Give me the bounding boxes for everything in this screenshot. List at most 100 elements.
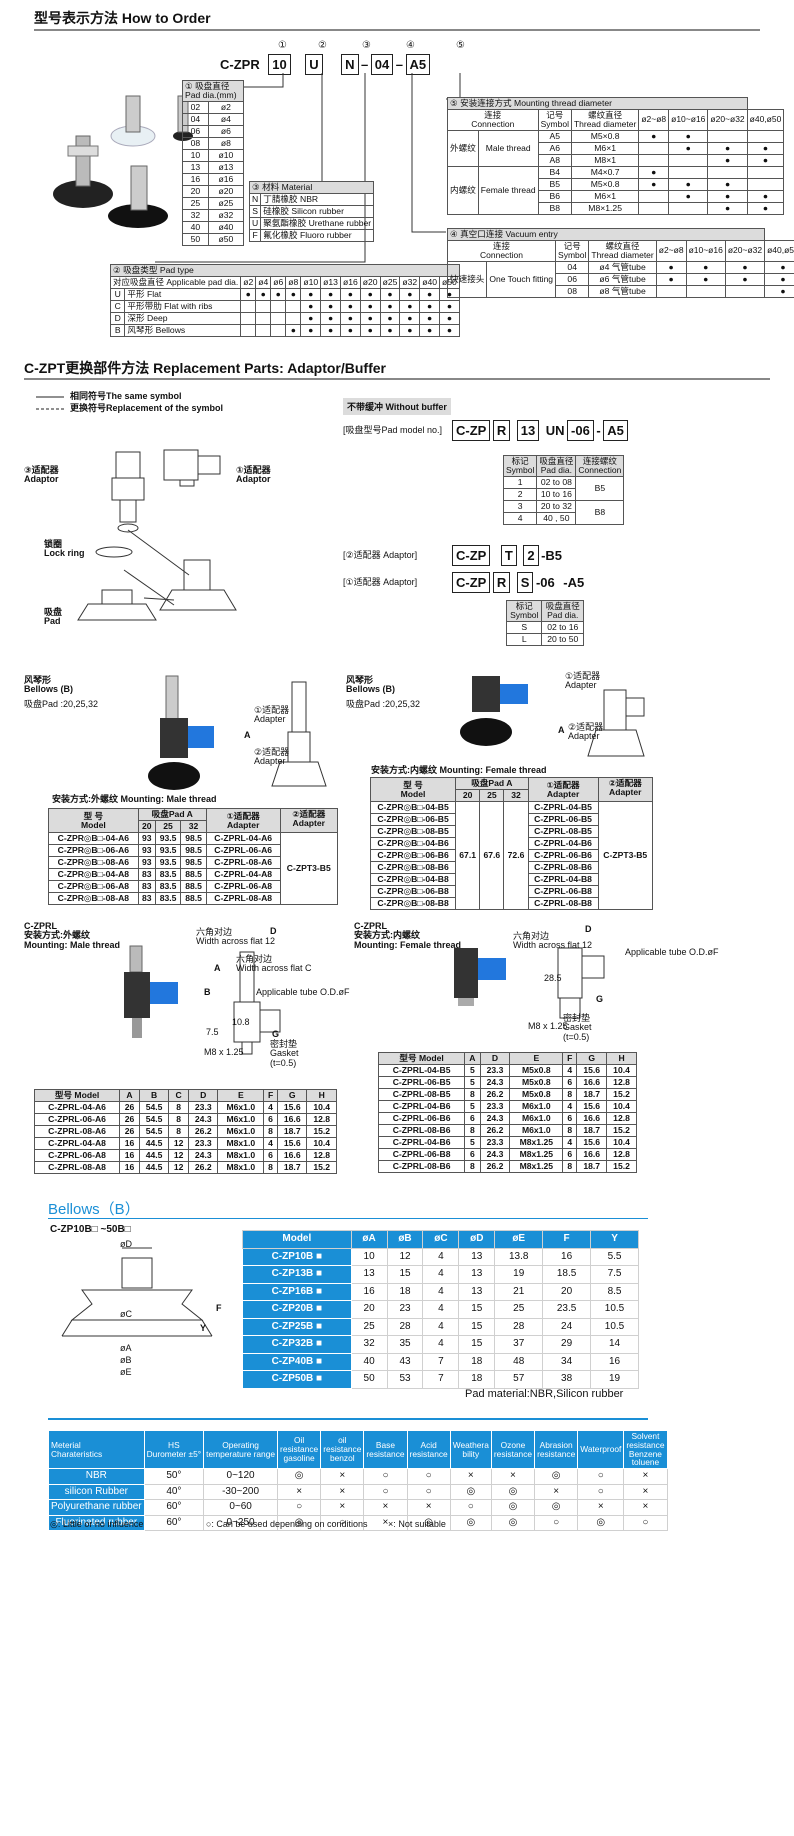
table-cell: C-ZPR◎B□-06-A8 <box>48 880 139 894</box>
table-cell: 50 <box>182 233 209 247</box>
table-cell: ø16 <box>207 173 245 187</box>
table-cell: 16 <box>590 1352 639 1371</box>
exploded-diagram <box>77 449 237 621</box>
table-cell: 7 <box>422 1352 460 1371</box>
table-cell: C-ZPR◎B□-08-B8 <box>369 897 457 911</box>
table-cell: 25 <box>350 1317 388 1336</box>
table-cell: C-ZP25B ■ <box>242 1317 352 1336</box>
table-cell: C-ZPRL-04-B5 <box>527 801 599 815</box>
table-cell: 4 <box>263 1101 279 1115</box>
table-cell: 8 <box>562 1124 578 1138</box>
table-cell: 16.6 <box>277 1149 308 1163</box>
table-cell: 40 <box>350 1352 388 1371</box>
bullet-cell: ● <box>439 324 460 338</box>
column-header: G <box>576 1051 608 1066</box>
column-header: øB <box>386 1230 424 1249</box>
table-cell: ø2 <box>207 101 245 115</box>
table-cell: ◎ <box>449 1514 492 1532</box>
table-cell: ○ <box>277 1499 322 1516</box>
table-cell: 7.5 <box>590 1265 639 1284</box>
table-cell: U <box>109 288 126 302</box>
table-cell: C-ZPRL-06-B6 <box>527 849 599 863</box>
num-3: ③ <box>362 40 371 51</box>
table-cell: 15.2 <box>606 1088 637 1102</box>
legend: ◎: Little or no influence ○: Can be used… <box>50 1519 446 1529</box>
column-header: øC <box>422 1230 460 1249</box>
dim-G: G <box>272 1029 280 1039</box>
column-header: D <box>188 1088 219 1103</box>
table-cell: 6 <box>464 1112 481 1126</box>
table-cell: M6×1 <box>570 141 640 155</box>
column-header: C <box>168 1088 190 1103</box>
column-header: B <box>138 1088 170 1103</box>
table-cell: M6x1.0 <box>509 1112 564 1126</box>
table-cell: 12 <box>168 1137 190 1151</box>
table-cell: 04 <box>182 113 209 127</box>
zprl-male-thread: M8 x 1.25 <box>204 1047 244 1057</box>
column-header: ø16 <box>339 276 361 290</box>
table-cell: 0~120 <box>203 1468 279 1485</box>
table-cell: ○ <box>406 1483 451 1501</box>
bullet-cell: ● <box>300 288 322 302</box>
table-cell: ● <box>668 189 709 203</box>
dim-A: A <box>214 963 221 973</box>
adapter2-cell: C-ZPT3-B5 <box>597 801 653 911</box>
table-cell: 20 <box>182 185 209 199</box>
table-cell: 18 <box>386 1282 424 1301</box>
dim-Y: Y <box>200 1323 207 1333</box>
table-cell: 57 <box>494 1370 544 1389</box>
table-cell: ● <box>764 272 794 286</box>
table-cell: 26.2 <box>479 1124 511 1138</box>
table-cell: 16 <box>542 1247 592 1266</box>
pad-model-label: [吸盘型号Pad model no.] <box>343 425 443 435</box>
table-cell: C-ZPR◎B□-04-B5 <box>369 801 457 815</box>
table-cell: ● <box>746 201 785 215</box>
bullet-cell <box>270 300 287 314</box>
table-cell: A6 <box>537 141 572 155</box>
table-cell: × <box>277 1483 322 1501</box>
table-cell: C-ZPR◎B□-04-A6 <box>48 832 139 846</box>
table-cell: M8x1.25 <box>509 1160 564 1174</box>
table-cell: 13 <box>182 161 209 175</box>
bullet-cell: ● <box>439 300 460 314</box>
table-cell <box>638 141 670 155</box>
table-cell: 16.6 <box>576 1148 608 1162</box>
table-cell: 54.5 <box>138 1101 170 1115</box>
table-cell: 08 <box>555 284 590 298</box>
column-header: Y <box>590 1230 639 1249</box>
howto-title: 型号表示方法 How to Order <box>34 10 211 26</box>
table-cell: × <box>623 1468 668 1485</box>
table-cell: 28 <box>386 1317 424 1336</box>
table-cell: 12 <box>168 1161 190 1175</box>
table-cell <box>746 165 785 179</box>
table-cell: C-ZPRL-06-A8 <box>205 880 281 894</box>
table-cell: 15.2 <box>306 1161 337 1175</box>
pad-model-code: C-ZP R 13 UN -06 - A5 <box>452 420 628 441</box>
zprl-female-diagram <box>454 947 605 1019</box>
table-cell: 15 <box>458 1317 496 1336</box>
column-header: F <box>562 1051 578 1066</box>
bullet-cell: ● <box>320 288 341 302</box>
table-cell: 12.8 <box>606 1148 637 1162</box>
pad-type-header: ② 吸盘类型 Pad type <box>110 263 460 278</box>
table-cell: 13 <box>458 1282 496 1301</box>
table-cell: B4 <box>537 165 572 179</box>
bullet-cell: ● <box>439 312 460 326</box>
bullet-cell: ● <box>270 288 287 302</box>
